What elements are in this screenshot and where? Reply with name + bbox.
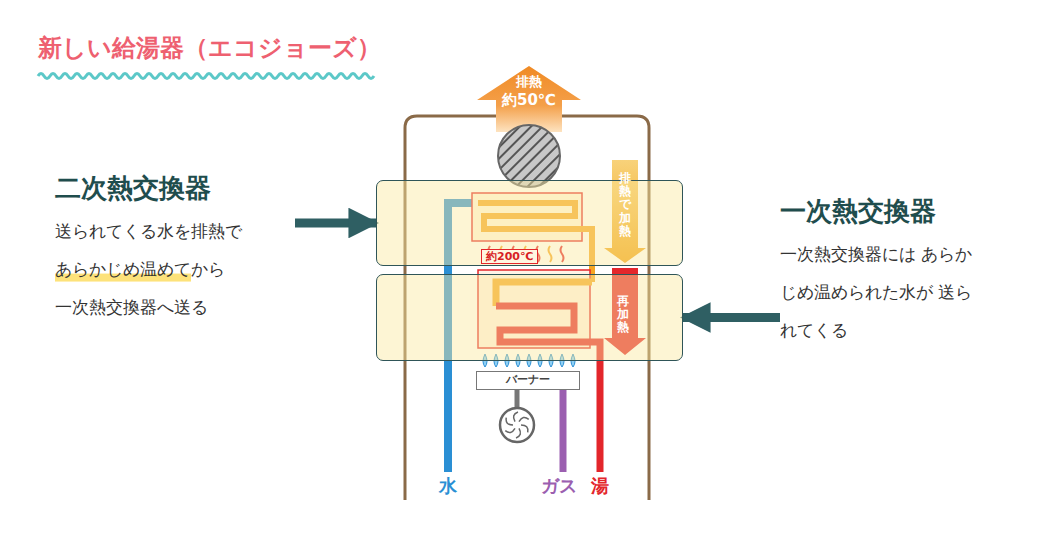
- exchanger-band: 再加熱: [376, 274, 683, 361]
- fan-blades: [505, 412, 528, 438]
- exchanger-band: 約200℃: [376, 180, 683, 266]
- exhaust-arrow: [477, 66, 581, 132]
- title: 新しい給湯器（エコジョーズ）: [38, 32, 381, 64]
- temperature-label: 約50℃: [489, 90, 569, 110]
- drawing-part: [516, 428, 520, 437]
- reheat-label: 再加熱: [617, 295, 629, 335]
- text-panel: 一次熱交換器一次熱交換器には あらかじめ温められた水が 送られてくる: [780, 193, 1012, 349]
- pipe-label: ガス: [541, 474, 577, 498]
- exhaust-arrow-box: 排熱約50℃: [489, 73, 569, 117]
- title-wave: [38, 74, 374, 79]
- burner-label: バーナー: [477, 372, 579, 388]
- reheat-label: 排熱で加熱: [619, 172, 631, 238]
- connector-arrow: [683, 313, 780, 322]
- heading: 二次熱交換器: [55, 170, 295, 206]
- drawing-part: [506, 418, 513, 425]
- gas-pipe: [560, 389, 567, 472]
- pipe-label: 湯: [591, 474, 609, 498]
- pipe-label: 水: [439, 474, 457, 498]
- fan: [500, 408, 534, 442]
- burner-box: バーナー: [476, 371, 580, 390]
- air-duct: [515, 389, 520, 407]
- description: 一次熱交換器には あらかじめ温められた水が 送られてくる: [780, 235, 989, 349]
- exhaust-fan: [498, 125, 560, 187]
- text-panel: 二次熱交換器送られてくる水を排熱で あらかじめ温めてから 一次熱交換器へ送る: [55, 170, 295, 326]
- connector-arrow: [295, 219, 376, 228]
- drawing-part: [505, 428, 515, 432]
- exhaust-label: 排熱: [489, 73, 569, 90]
- description: 送られてくる水を排熱で あらかじめ温めてから 一次熱交換器へ送る: [55, 212, 247, 326]
- temperature-label: 約200℃: [481, 249, 538, 264]
- drawing-part: [519, 417, 529, 421]
- heading: 一次熱交換器: [780, 193, 1012, 229]
- drawing-part: [521, 425, 528, 432]
- drawing-part: [514, 412, 518, 421]
